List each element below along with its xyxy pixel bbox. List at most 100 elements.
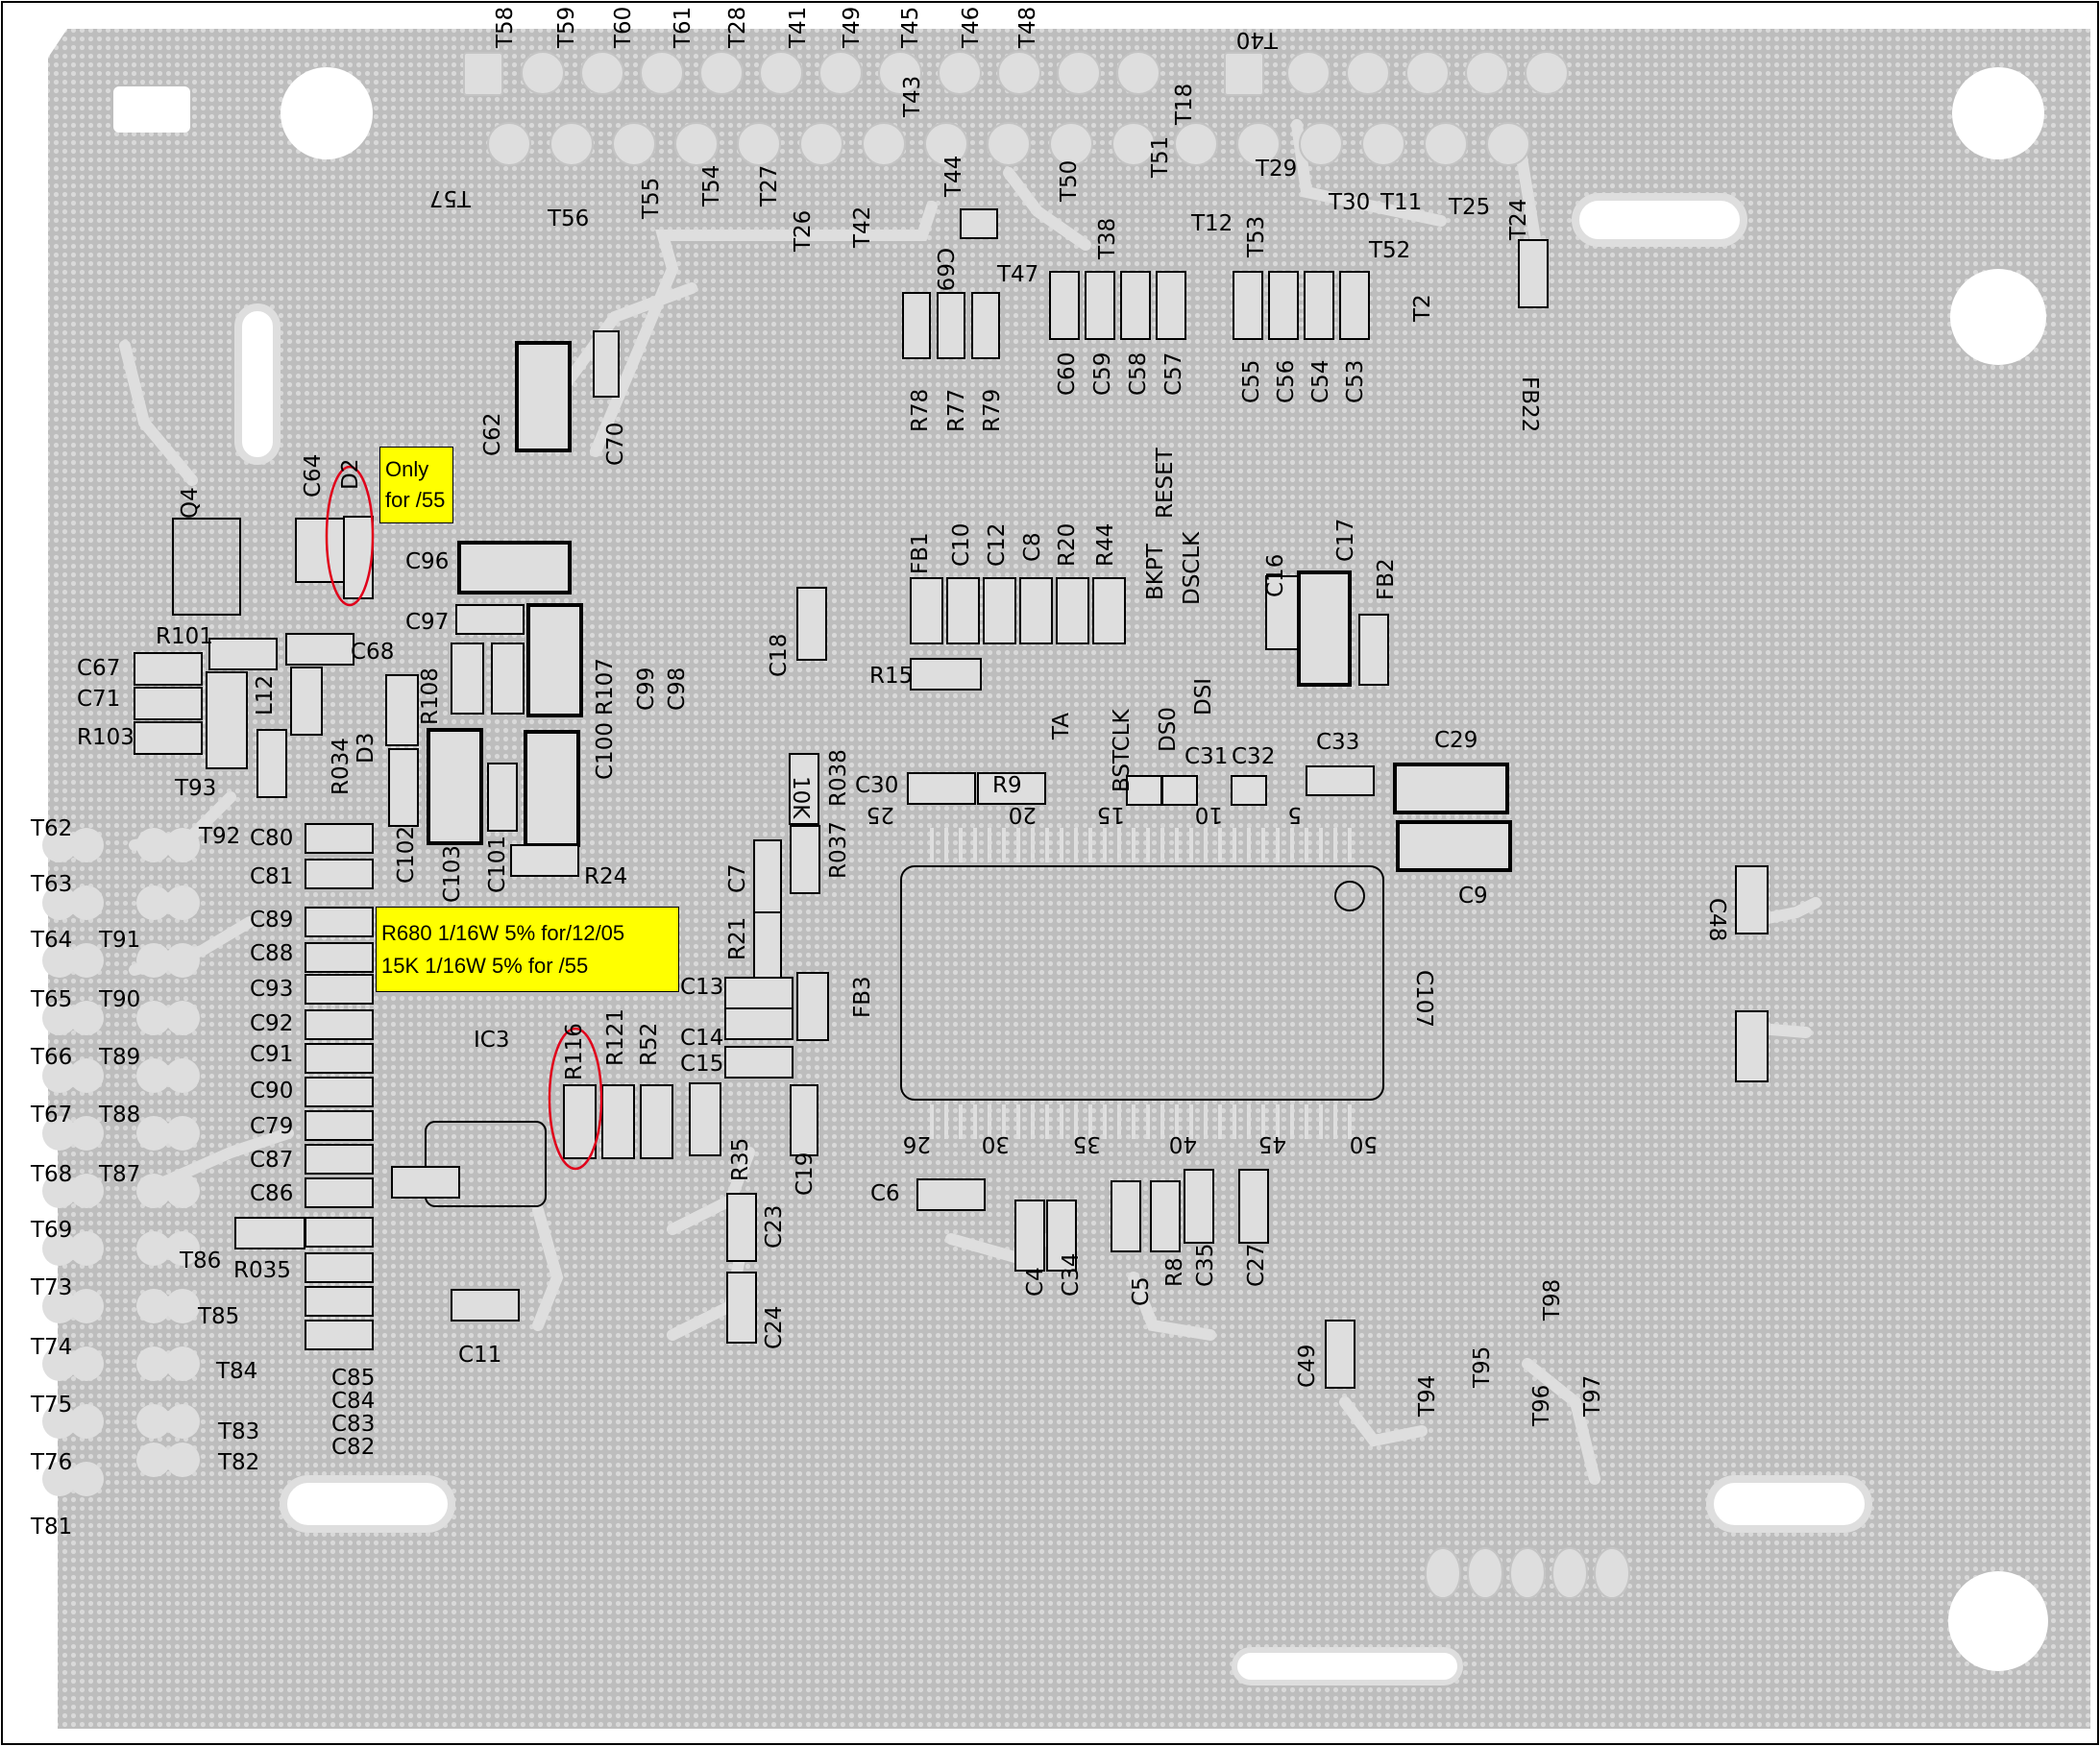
label-c79: C79 bbox=[250, 1114, 293, 1139]
label-t62: T62 bbox=[30, 816, 72, 841]
smd-components bbox=[134, 208, 1769, 1389]
label-t50: T50 bbox=[1057, 160, 1082, 203]
label-c5: R8 bbox=[1162, 1257, 1187, 1287]
label-pin-15: 15 bbox=[1097, 802, 1125, 827]
label-t44: T44 bbox=[941, 156, 966, 198]
label-t48: T48 bbox=[1015, 7, 1040, 49]
label-c93: C93 bbox=[250, 977, 293, 1002]
label-c86: C86 bbox=[250, 1181, 293, 1206]
label-t47: T47 bbox=[996, 262, 1038, 287]
label-pin-5: 5 bbox=[1287, 802, 1302, 827]
label-c97: C97 bbox=[405, 610, 449, 635]
label-pin-45: 45 bbox=[1258, 1131, 1286, 1156]
label-r121: R121 bbox=[603, 1008, 628, 1066]
label-dsi: DSI bbox=[1191, 678, 1216, 715]
label-fb3: FB3 bbox=[850, 976, 875, 1018]
label-c99: C99 bbox=[634, 667, 659, 711]
label-c35: C27 bbox=[1244, 1244, 1269, 1287]
label-t52: T52 bbox=[1368, 238, 1410, 263]
label-r44: R44 bbox=[1093, 523, 1118, 567]
label-t49: T49 bbox=[840, 7, 865, 49]
label-c98: C98 bbox=[665, 667, 690, 711]
label-pin-40: 40 bbox=[1169, 1131, 1197, 1156]
label-c67: C67 bbox=[77, 656, 120, 681]
label-t65: T65 bbox=[30, 987, 72, 1012]
label-pin-30: 30 bbox=[982, 1131, 1010, 1156]
label-c31: C31 bbox=[1184, 744, 1228, 769]
label-r108: R108 bbox=[418, 667, 443, 725]
label-c24: C24 bbox=[762, 1306, 787, 1349]
label-t86: T86 bbox=[179, 1249, 221, 1273]
label-r77: R77 bbox=[944, 389, 969, 432]
label-t87: T87 bbox=[98, 1162, 140, 1187]
label-t82: T82 bbox=[217, 1450, 259, 1475]
label-t43: T43 bbox=[900, 76, 925, 118]
label-c58: C58 bbox=[1126, 352, 1151, 396]
label-c15: C15 bbox=[680, 1052, 723, 1077]
note-r680-line1: R680 1/16W 5% for/12/05 bbox=[381, 921, 625, 945]
label-pin-50: 50 bbox=[1350, 1131, 1378, 1156]
label-c53: C53 bbox=[1343, 360, 1368, 403]
label-c34: C5 bbox=[1129, 1276, 1154, 1306]
label-t56: T56 bbox=[547, 206, 589, 231]
label-c30: C30 bbox=[855, 773, 898, 798]
label-t97: T97 bbox=[1580, 1375, 1605, 1418]
label-t76: T76 bbox=[30, 1450, 72, 1475]
note-r680: R680 1/16W 5% for/12/05 15K 1/16W 5% for… bbox=[376, 907, 679, 992]
label-pin-20: 20 bbox=[1009, 802, 1037, 827]
label-fb2: FB2 bbox=[1374, 558, 1399, 600]
label-t60: T60 bbox=[611, 7, 636, 49]
label-c32: C32 bbox=[1232, 744, 1275, 769]
label-c16: C16 bbox=[1263, 554, 1288, 597]
label-t51: T51 bbox=[1148, 136, 1173, 179]
label-t25: T25 bbox=[1448, 195, 1490, 220]
label-c101: C101 bbox=[485, 836, 510, 893]
label-reset: RESET bbox=[1153, 447, 1178, 519]
label-c17: C17 bbox=[1333, 519, 1358, 562]
bottom-pads bbox=[1425, 1547, 1630, 1599]
label-r24: R24 bbox=[584, 864, 627, 889]
cap-column bbox=[305, 823, 374, 1350]
highlight-r116 bbox=[548, 1027, 603, 1171]
label-t18: T18 bbox=[1172, 84, 1197, 126]
label-c89: C89 bbox=[250, 908, 293, 933]
label-c71: C71 bbox=[77, 687, 120, 712]
label-t81: T81 bbox=[30, 1515, 72, 1540]
label-t74: T74 bbox=[30, 1335, 72, 1360]
label-c27: C49 bbox=[1295, 1345, 1320, 1388]
mounting-holes bbox=[113, 67, 2048, 1685]
label-t69: T69 bbox=[30, 1218, 72, 1243]
label-pin-35: 35 bbox=[1073, 1131, 1101, 1156]
label-t45: T45 bbox=[898, 7, 923, 49]
label-r038: R038 bbox=[826, 749, 851, 807]
label-t57: T57 bbox=[429, 185, 472, 210]
label-t59: T59 bbox=[554, 7, 579, 49]
label-t12: T12 bbox=[1190, 211, 1233, 236]
label-pin-26: 26 bbox=[903, 1131, 931, 1156]
label-c91: C91 bbox=[250, 1042, 293, 1067]
label-ds0: DS0 bbox=[1156, 707, 1181, 752]
label-c54: C54 bbox=[1308, 360, 1333, 403]
label-t91: T91 bbox=[98, 928, 140, 953]
label-c4: C34 bbox=[1059, 1253, 1084, 1297]
label-r35: R35 bbox=[728, 1138, 753, 1181]
label-t24: T24 bbox=[1506, 199, 1531, 241]
label-r035: R035 bbox=[233, 1258, 291, 1283]
label-c49: C48 bbox=[1704, 898, 1729, 941]
label-r034: R034 bbox=[329, 738, 354, 795]
label-c12: C12 bbox=[985, 523, 1010, 567]
label-c7: C7 bbox=[725, 863, 750, 893]
label-r79: R79 bbox=[980, 389, 1005, 432]
label-c60: C60 bbox=[1055, 352, 1080, 396]
label-r9: R9 bbox=[992, 773, 1022, 798]
label-t55: T55 bbox=[639, 178, 664, 220]
label-fb22: FB22 bbox=[1517, 376, 1542, 432]
label-t83: T83 bbox=[217, 1419, 259, 1444]
label-c23: C23 bbox=[762, 1205, 787, 1249]
label-t42: T42 bbox=[850, 206, 875, 249]
label-c19: C19 bbox=[793, 1152, 818, 1196]
label-c80: C80 bbox=[250, 826, 293, 851]
label-t46: T46 bbox=[959, 7, 984, 49]
note-only-55-line1: Only bbox=[385, 457, 429, 481]
